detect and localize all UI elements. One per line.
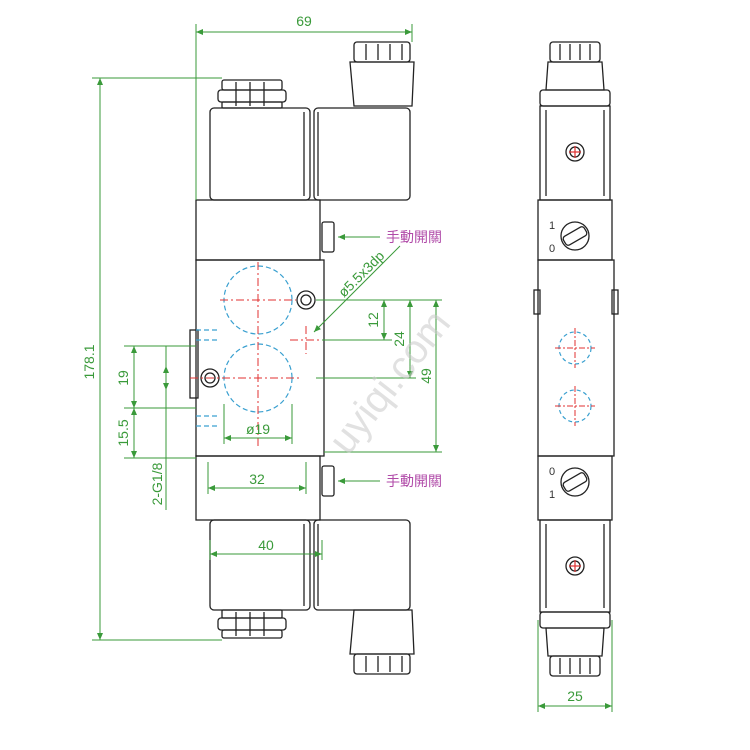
front-ports [196, 265, 293, 427]
dim-12: 12 [365, 312, 381, 328]
dim-178-1: 178.1 [81, 344, 97, 379]
dim-32: 32 [249, 471, 265, 487]
dim-49: 49 [418, 368, 434, 384]
dimension-lines [92, 24, 613, 712]
bottom-left-fitting [217, 609, 287, 639]
side-screw-bottom [565, 556, 585, 576]
side-crosses [569, 146, 581, 572]
front-centerlines [190, 262, 322, 446]
switch-mark-bottom-on: 1 [549, 489, 555, 501]
side-body [537, 259, 615, 457]
switch-mark-top-off: 0 [549, 243, 555, 255]
top-right-connector [349, 41, 415, 107]
dim-40: 40 [258, 537, 274, 553]
top-coil-right [313, 107, 411, 201]
switch-mark-top-on: 1 [549, 220, 555, 232]
bottom-override-knob [321, 465, 335, 497]
side-screw-top [565, 142, 585, 162]
manual-override-label-top: 手動開關 [386, 230, 442, 246]
top-override-knob [321, 221, 335, 253]
mount-hole-upper [296, 290, 316, 310]
dim-15-5: 15.5 [115, 419, 131, 446]
side-switch-top [560, 221, 590, 251]
watermark: uyiqi.com [320, 302, 459, 462]
switch-mark-bottom-off: 0 [549, 466, 555, 478]
bottom-coil-left [209, 519, 311, 611]
bottom-right-connector [349, 609, 415, 675]
dim-mount-hole: ø5.5x3dp [335, 247, 388, 300]
top-override-block [195, 199, 321, 261]
manual-override-label-bottom: 手動開關 [386, 474, 442, 490]
dim-port-diameter: ø19 [246, 421, 270, 437]
side-view [533, 41, 619, 677]
dim-thread: 2-G1/8 [149, 462, 165, 505]
side-port-centerlines [555, 328, 595, 426]
bottom-coil-right [313, 519, 411, 611]
top-left-fitting [217, 79, 287, 109]
side-switch-bottom [560, 467, 590, 497]
dim-19: 19 [115, 370, 131, 386]
top-coil-left [209, 107, 311, 201]
dim-69: 69 [296, 13, 312, 29]
front-view [189, 41, 415, 675]
dim-24: 24 [391, 331, 407, 347]
dim-25: 25 [567, 688, 583, 704]
